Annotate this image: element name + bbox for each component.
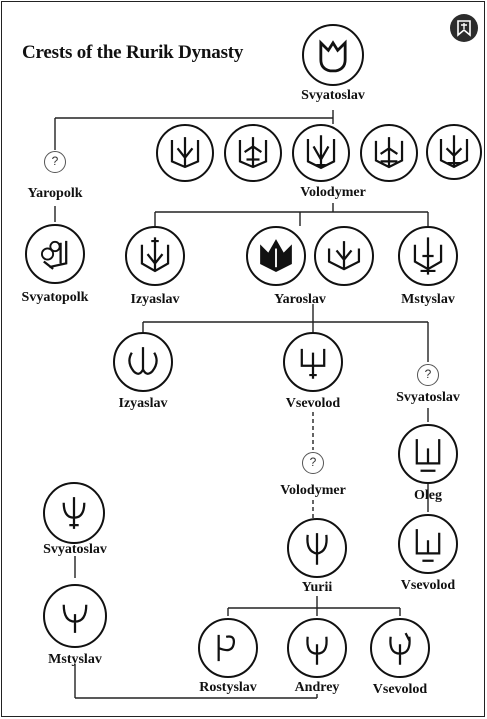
- name-yaropolk: Yaropolk: [27, 186, 83, 201]
- bident-crest-icon: [41, 240, 68, 270]
- crest-vsevolod-3: [370, 618, 430, 678]
- crest-rostyslav: [198, 618, 258, 678]
- bident-crest-icon: [306, 533, 328, 565]
- bident-crest-icon: [306, 636, 328, 665]
- crest-volodymer-2: [224, 124, 282, 182]
- crest-vsevolod-1: [283, 332, 343, 392]
- name-volodymer-2: Volodymer: [280, 483, 346, 498]
- name-svyatoslav-3: Svyatoslav: [43, 542, 107, 557]
- crest-svyatopolk: [25, 224, 85, 284]
- name-yurii: Yurii: [301, 580, 333, 595]
- name-volodymer-1: Volodymer: [300, 185, 366, 200]
- crest-mstyslav-1: [398, 226, 458, 286]
- crest-andrey: [287, 618, 347, 678]
- trident-crest-icon: [413, 237, 443, 275]
- name-vsevolod-3: Vsevolod: [372, 682, 428, 697]
- trident-crest-icon: [439, 135, 469, 169]
- crest-izyaslav-1: [125, 226, 185, 286]
- unknown-crest-volodymer-2: ?: [302, 452, 324, 474]
- crest-oleg: [398, 424, 458, 484]
- trident-crest-icon: [260, 239, 292, 272]
- crest-izyaslav-2: [113, 332, 173, 392]
- bident-crest-icon: [389, 632, 411, 665]
- trident-crest-icon: [327, 241, 361, 271]
- bident-crest-icon: [415, 439, 441, 472]
- bident-crest-icon: [62, 497, 86, 529]
- crest-yaroslav-2: [314, 226, 374, 286]
- name-andrey: Andrey: [294, 680, 340, 695]
- bident-crest-icon: [415, 529, 441, 562]
- crest-yaroslav-1: [246, 226, 306, 286]
- bident-crest-icon: [300, 348, 326, 379]
- crest-volodymer-1: [156, 124, 214, 182]
- name-vsevolod-1: Vsevolod: [285, 396, 341, 411]
- name-mstyslav-1: Mstyslav: [401, 292, 455, 307]
- trident-crest-icon: [374, 137, 404, 169]
- bident-crest-icon: [128, 347, 158, 375]
- name-izyaslav-2: Izyaslav: [118, 396, 168, 411]
- crest-svyatoslav-3: [43, 482, 105, 544]
- crest-volodymer-3: [292, 124, 350, 182]
- bident-crest-icon: [62, 604, 88, 633]
- trident-crest-icon: [306, 135, 336, 170]
- crest-svyatoslav-top: [302, 24, 364, 86]
- name-svyatoslav-top: Svyatoslav: [301, 88, 365, 103]
- name-vsevolod-2: Vsevolod: [400, 578, 456, 593]
- crest-volodymer-4: [360, 124, 418, 182]
- name-mstyslav-2: Mstyslav: [48, 652, 102, 667]
- name-izyaslav-1: Izyaslav: [130, 292, 180, 307]
- name-oleg: Oleg: [414, 488, 442, 503]
- trident-crest-icon: [140, 237, 170, 273]
- bident-crest-icon: [217, 634, 236, 662]
- unknown-crest-svyatoslav-2: ?: [417, 364, 439, 386]
- trident-crest-icon: [238, 137, 268, 169]
- crest-volodymer-5: [426, 124, 482, 180]
- crest-yurii: [287, 518, 347, 578]
- name-rostyslav: Rostyslav: [199, 680, 257, 695]
- crest-vsevolod-2: [398, 514, 458, 574]
- crest-mstyslav-2: [43, 584, 107, 648]
- bident-crest-icon: [319, 39, 347, 73]
- diagram-title: Crests of the Rurik Dynasty: [22, 42, 244, 63]
- trident-crest-icon: [170, 137, 200, 169]
- unknown-crest-yaropolk: ?: [44, 151, 66, 173]
- corner-badge-icon: [450, 14, 478, 42]
- name-svyatoslav-2: Svyatoslav: [396, 390, 460, 405]
- name-svyatopolk: Svyatopolk: [21, 290, 89, 305]
- name-yaroslav: Yaroslav: [274, 292, 326, 307]
